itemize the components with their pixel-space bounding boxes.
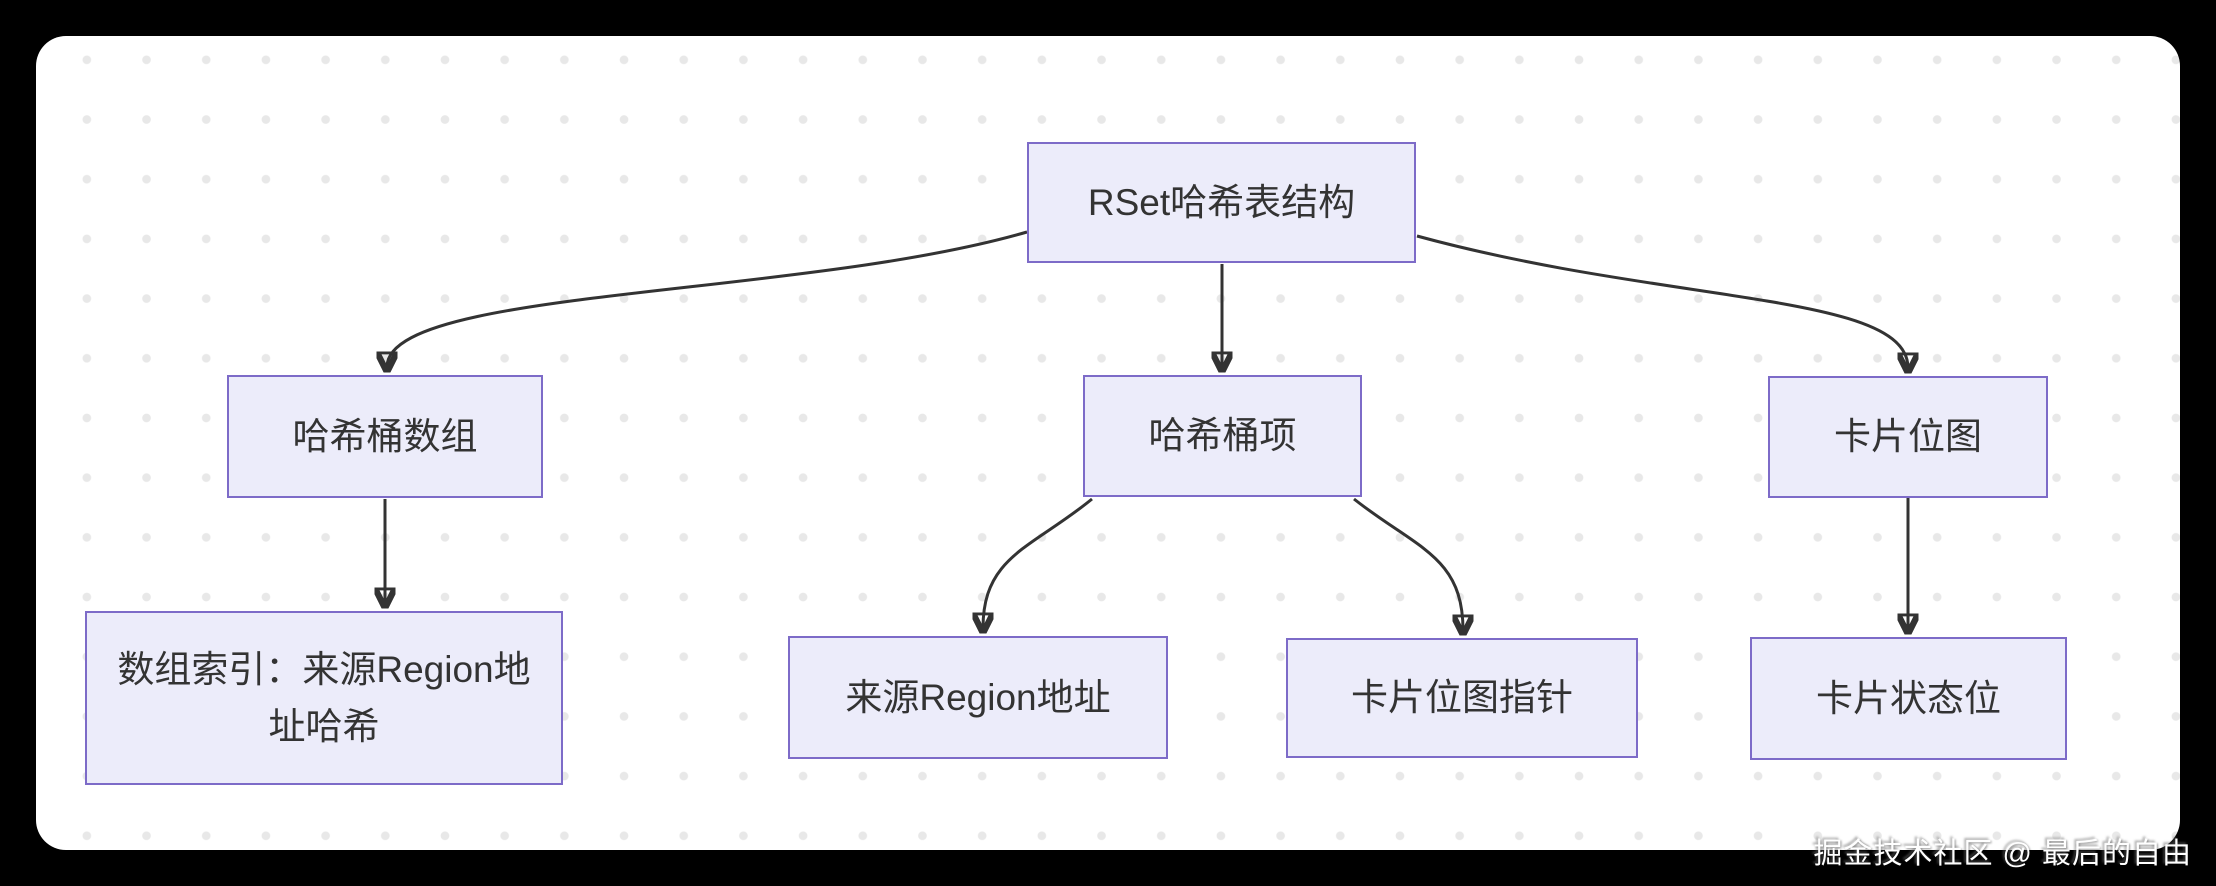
node-label: 卡片状态位 (1816, 677, 2001, 719)
node-card-bitmap-pointer: 卡片位图指针 (1286, 638, 1638, 758)
node-label: 卡片位图指针 (1351, 677, 1573, 719)
node-label: 哈希桶数组 (292, 415, 478, 457)
node-card-status-bit: 卡片状态位 (1750, 637, 2067, 760)
node-label: RSet哈希表结构 (1087, 181, 1356, 223)
node-array-index-hash: 数组索引：来源Region地址哈希 (85, 611, 563, 785)
node-hash-bucket-item: 哈希桶项 (1083, 375, 1362, 497)
node-card-bitmap: 卡片位图 (1768, 376, 2048, 498)
node-label: 卡片位图 (1834, 416, 1982, 458)
node-rset-hash-table: RSet哈希表结构 (1027, 142, 1416, 263)
node-source-region-address: 来源Region地址 (788, 636, 1168, 759)
node-label: 数组索引：来源Region地址哈希 (117, 648, 531, 747)
watermark: 掘金技术社区 @ 最后的自由 (1813, 838, 2192, 870)
node-hash-bucket-array: 哈希桶数组 (227, 375, 543, 498)
node-label: 哈希桶项 (1148, 415, 1297, 457)
node-label: 来源Region地址 (845, 676, 1111, 718)
